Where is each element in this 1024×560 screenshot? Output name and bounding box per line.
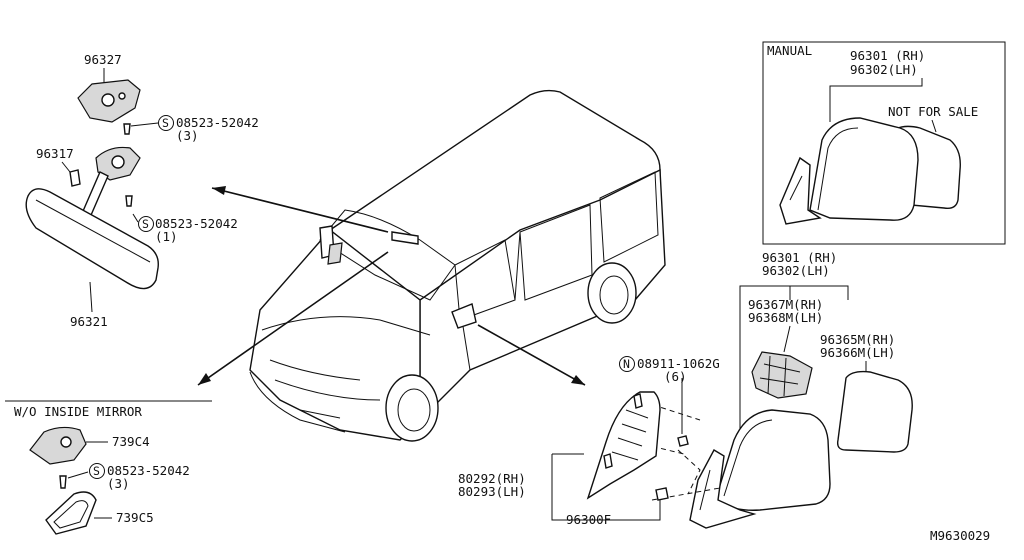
inside-mirror-group: 96327 S 08523-52042 (3) 96317 S 08523-52…: [25, 52, 259, 329]
van-illustration: [249, 89, 666, 442]
label-739c4: 739C4: [112, 434, 150, 449]
s-symbol-icon-3: [89, 463, 105, 479]
mirror-actuator: [751, 351, 813, 399]
inside-mirror: [25, 188, 159, 290]
s-symbol-icon-2: [138, 216, 154, 232]
exterior-mirror-glass: [836, 370, 913, 453]
cover-739c4: [29, 426, 87, 465]
label-80293: 80293(LH): [458, 484, 526, 499]
label-screw-bot-qty: (3): [107, 476, 130, 491]
label-screw-bot: 08523-52042: [107, 463, 190, 478]
n-symbol-icon: [619, 356, 635, 372]
label-96327: 96327: [84, 52, 122, 67]
label-739c5: 739C5: [116, 510, 154, 525]
s-symbol-2: S: [142, 217, 149, 231]
label-96366m: 96366M(LH): [820, 345, 895, 360]
label-screw-mid: 08523-52042: [155, 216, 238, 231]
label-ext-rh: 96301 (RH): [762, 250, 837, 265]
label-80292: 80292(RH): [458, 471, 526, 486]
label-96365m: 96365M(RH): [820, 332, 895, 347]
diagram-code: M9630029: [930, 528, 990, 543]
label-ext-lh: 96302(LH): [762, 263, 830, 278]
exterior-mirror-group: 96301 (RH) 96302(LH) 96367M(RH) 96368M(L…: [458, 250, 913, 529]
label-nut: 08911-1062G: [637, 356, 720, 371]
label-screw-mid-qty: (1): [155, 229, 178, 244]
label-manual-lh: 96302(LH): [850, 62, 918, 77]
label-96321: 96321: [70, 314, 108, 329]
leader-arrows: [197, 186, 586, 386]
manual-mirror-housing: [809, 117, 919, 221]
cover-739c5: [45, 491, 97, 535]
manual-title: MANUAL: [767, 43, 812, 58]
label-96317: 96317: [36, 146, 74, 161]
label-nut-qty: (6): [664, 369, 687, 384]
label-manual-rh: 96301 (RH): [850, 48, 925, 63]
wo-inside-mirror-title: W/O INSIDE MIRROR: [14, 404, 142, 419]
n-symbol: N: [623, 357, 630, 371]
label-screw-top: 08523-52042: [176, 115, 259, 130]
manual-mirror-group: MANUAL 96301 (RH) 96302(LH) NOT FOR SALE: [762, 41, 1006, 245]
s-symbol-icon: [158, 115, 174, 131]
label-not-for-sale: NOT FOR SALE: [888, 104, 978, 119]
mirror-base-cover: [586, 391, 661, 500]
exterior-mirror-housing: [715, 409, 831, 511]
s-symbol: S: [162, 116, 169, 130]
label-96367m: 96367M(RH): [748, 297, 823, 312]
s-symbol-3: S: [93, 464, 100, 478]
without-inside-mirror-group: W/O INSIDE MIRROR 739C4 S 08523-52042 (3…: [5, 400, 212, 535]
label-screw-top-qty: (3): [176, 128, 199, 143]
label-96368m: 96368M(LH): [748, 310, 823, 325]
label-96300f: 96300F: [566, 512, 611, 527]
